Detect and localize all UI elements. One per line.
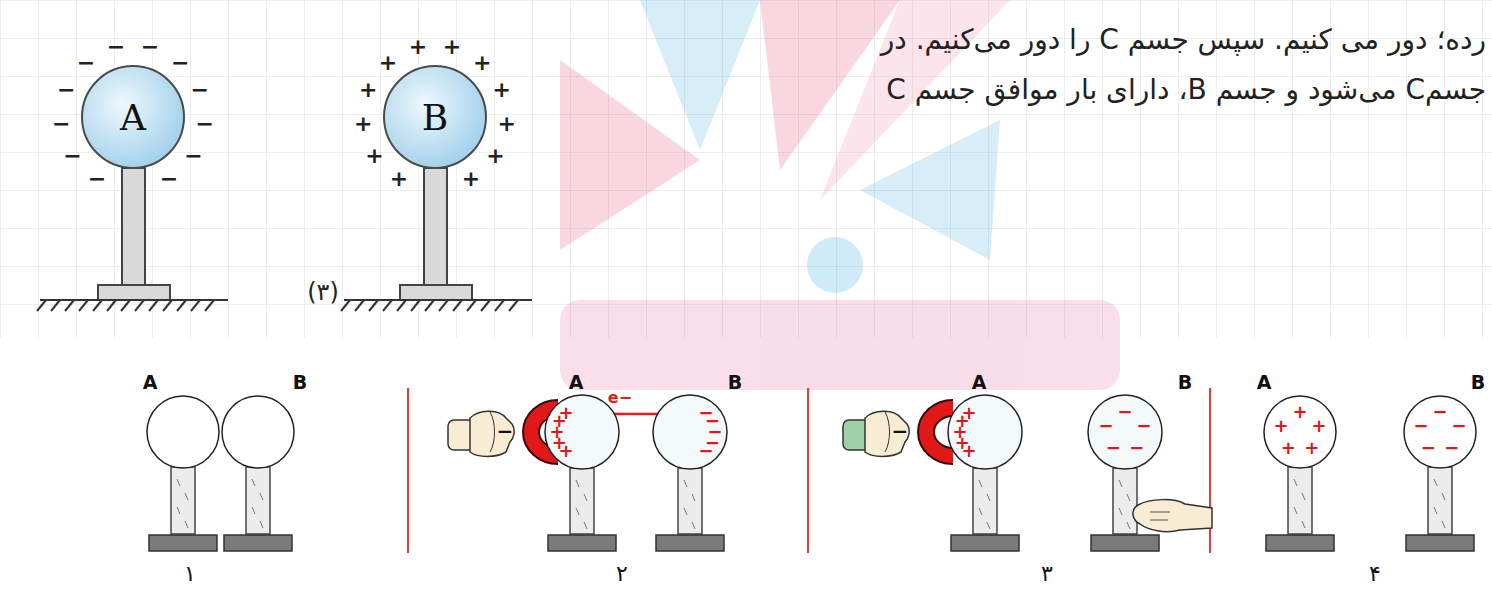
stand-base <box>224 535 292 551</box>
charged-sphere: B <box>383 65 487 169</box>
charge-sign: + <box>961 404 976 422</box>
charge-sign: − <box>1451 417 1466 435</box>
rod-charge: − <box>497 421 514 441</box>
ground-hatch <box>37 300 532 311</box>
panel-divider <box>408 388 1210 553</box>
insulating-stand <box>98 168 472 300</box>
insulating-stand <box>149 467 1474 551</box>
sphere-outline <box>221 395 295 469</box>
stand-neck <box>171 467 195 534</box>
charged-sphere: A <box>81 65 185 169</box>
charge-sign: − <box>1106 439 1121 457</box>
charge-sign: + <box>1273 417 1288 435</box>
charge-sign: − <box>191 79 209 101</box>
charge-sign: − <box>107 36 125 58</box>
stand-base <box>656 535 724 551</box>
sphere-label: B <box>1178 371 1192 393</box>
charge-sign: − <box>1117 403 1132 421</box>
charge-sign: + <box>1281 439 1296 457</box>
charge-sign: + <box>493 79 511 101</box>
charge-sign: − <box>699 442 714 460</box>
sphere-label: B <box>293 371 307 393</box>
charge-sign: + <box>1292 403 1307 421</box>
charge-sign: − <box>160 168 178 190</box>
sphere-label: B <box>728 371 742 393</box>
charge-sign: + <box>486 145 504 167</box>
charge-sign: + <box>1311 417 1326 435</box>
charge-sign: + <box>473 52 491 74</box>
charge-sign: − <box>1098 417 1113 435</box>
watermark-logo <box>560 0 1120 390</box>
stand-neck <box>1288 467 1312 534</box>
stand-neck <box>1428 467 1452 534</box>
stand-neck <box>246 467 270 534</box>
stand-base <box>548 535 616 551</box>
panel-number: ۲ <box>616 563 628 585</box>
charge-sign: + <box>379 52 397 74</box>
charge-sign: − <box>77 52 95 74</box>
charge-sign: − <box>1444 439 1459 457</box>
stand-base <box>951 535 1019 551</box>
charge-sign: + <box>359 79 377 101</box>
charge-sign: + <box>443 36 461 58</box>
charged-sphere: B <box>221 395 295 469</box>
charge-sign: + <box>390 168 408 190</box>
charge-sign: − <box>1136 417 1151 435</box>
charge-sign: − <box>1413 417 1428 435</box>
panel-number: ۱ <box>184 563 196 585</box>
body-text: جسمC می‌شود و جسم B، دارای بار موافق جسم… <box>886 76 1486 104</box>
sphere-label: B <box>1471 371 1485 393</box>
stand-neck <box>1113 468 1137 534</box>
figure-number: (۳) <box>307 280 339 304</box>
charge-sign: + <box>354 113 372 135</box>
charge-sign: + <box>365 145 383 167</box>
charge-sign: + <box>558 404 573 422</box>
panel-number: ۴ <box>1369 563 1381 585</box>
charge-sign: − <box>171 52 189 74</box>
charge-sign: − <box>1129 439 1144 457</box>
stand-base <box>1266 535 1334 551</box>
sphere-label: A <box>1257 371 1272 393</box>
charge-sign: − <box>195 113 213 135</box>
charge-sign: − <box>1421 439 1436 457</box>
charge-sign: − <box>88 168 106 190</box>
sphere-label: A <box>120 97 146 138</box>
charge-sign: − <box>141 36 159 58</box>
sphere-label: A <box>972 371 987 393</box>
sphere-outline <box>146 395 220 469</box>
stand-base <box>1091 535 1159 551</box>
charge-sign: − <box>63 145 81 167</box>
sphere-label: B <box>422 97 448 138</box>
stand-neck <box>678 468 702 534</box>
charge-sign: − <box>52 113 70 135</box>
charge-sign: − <box>184 145 202 167</box>
stand-neck <box>973 468 997 534</box>
grid-paper <box>0 0 1492 338</box>
panel-number: ۳ <box>1041 563 1053 585</box>
rod-charge: − <box>892 421 909 441</box>
stand-neck <box>570 468 594 534</box>
charge-sign: + <box>1304 439 1319 457</box>
charge-sign: − <box>1432 403 1447 421</box>
sphere-label: A <box>143 371 158 393</box>
sphere-label: A <box>569 371 584 393</box>
body-text: رده؛ دور می کنیم. سپس جسم C را دور می‌کن… <box>881 26 1486 54</box>
charge-sign: + <box>462 168 480 190</box>
charge-sign: + <box>497 113 515 135</box>
stand-base <box>1406 535 1474 551</box>
charge-sign: + <box>409 36 427 58</box>
stand-base <box>149 535 217 551</box>
charged-sphere: A <box>146 395 220 469</box>
electron-label: e− <box>608 390 632 406</box>
charge-sign: − <box>57 79 75 101</box>
